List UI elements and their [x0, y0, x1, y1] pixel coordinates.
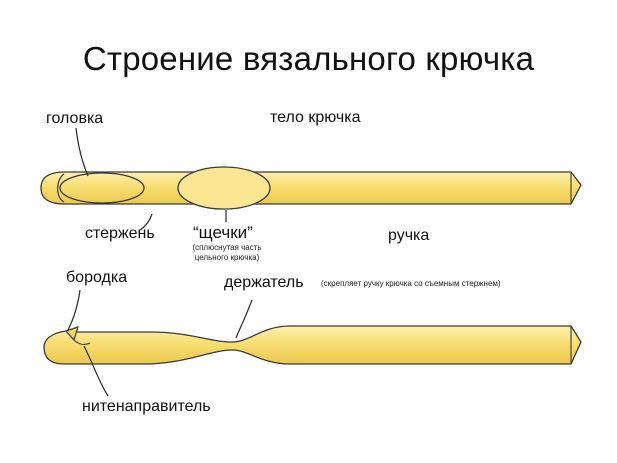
cheeks-ellipse — [177, 166, 271, 210]
label-holder-note: (скрепляет ручку крючка со съемным стерж… — [321, 279, 501, 288]
label-handle: ручка — [388, 227, 430, 244]
pointer-thread-guide — [83, 345, 109, 397]
removable-shaft-hook — [43, 325, 582, 365]
label-body: тело крючка — [270, 109, 361, 126]
thread-guide-curve — [73, 339, 91, 345]
pointer-barb — [67, 289, 81, 331]
label-cheeks: “щечки” — [193, 223, 253, 242]
label-thread-guide: нитенаправитель — [82, 398, 211, 415]
pointer-holder — [235, 299, 253, 339]
label-holder: держатель — [224, 274, 304, 291]
pointer-lines — [67, 127, 253, 397]
pointer-head — [75, 127, 89, 177]
solid-hook — [40, 166, 582, 210]
diagram-title: Строение вязального крючка — [82, 40, 535, 77]
label-cheeks-note: (сплюснутая часть цельного крючка) — [182, 243, 272, 263]
solid-hook-body — [40, 171, 582, 205]
label-head: головка — [46, 110, 104, 127]
barb-notch — [64, 326, 79, 342]
cheeks-note-line-2: цельного крючка) — [194, 253, 260, 262]
cheeks-note-line-1: (сплюснутая часть — [192, 243, 262, 252]
solid-hook-tip-curve — [57, 173, 65, 203]
label-barb: бородка — [66, 269, 128, 286]
label-shaft: стержень — [85, 225, 155, 242]
removable-hook-body — [43, 325, 582, 365]
solid-hook-head-ellipse — [59, 172, 145, 204]
pointer-shaft — [139, 213, 153, 231]
